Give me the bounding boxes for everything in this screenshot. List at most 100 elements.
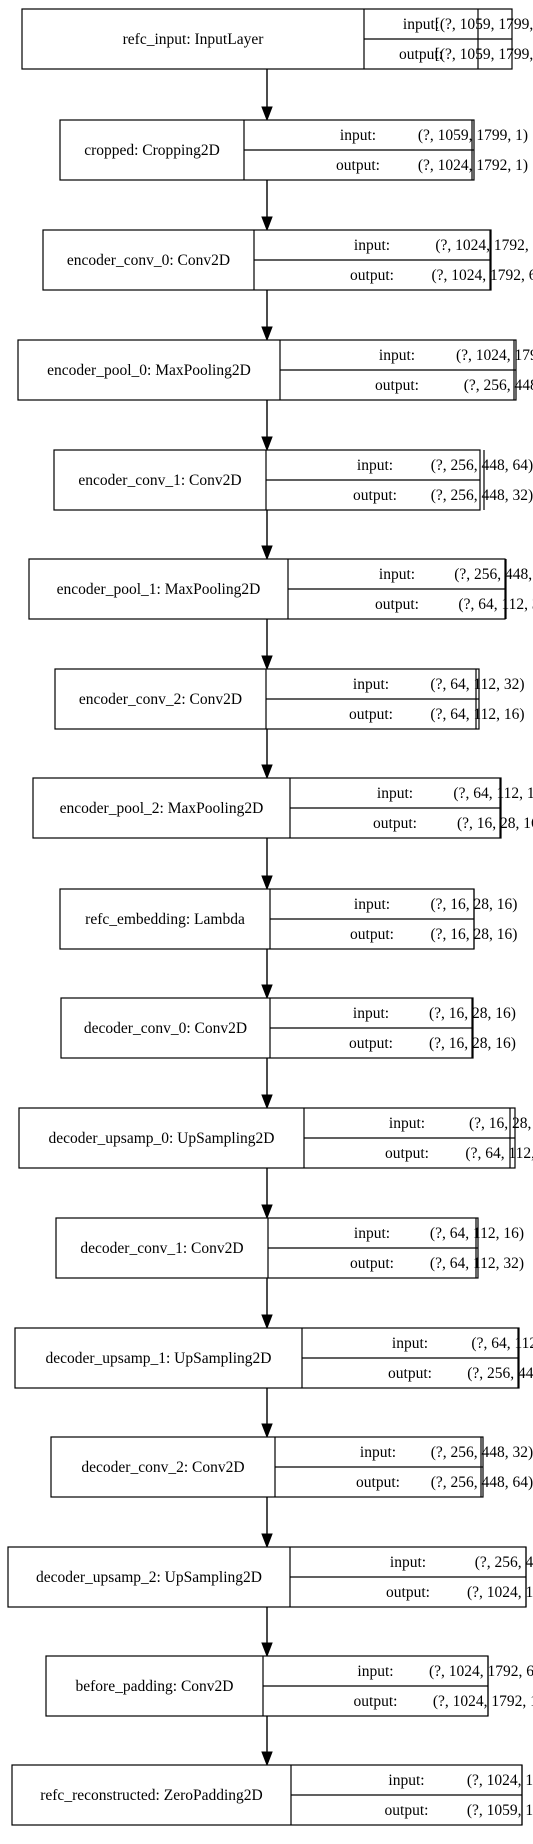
output-shape: (?, 16, 28, 16) xyxy=(431,926,518,943)
input-label: input: xyxy=(379,566,415,583)
input-label: input: xyxy=(389,1115,425,1132)
arrowhead xyxy=(261,216,273,232)
output-label: output: xyxy=(385,1145,429,1162)
layer-name: refc_reconstructed: ZeroPadding2D xyxy=(40,1787,263,1804)
output-label: output: xyxy=(349,706,393,723)
input-shape: (?, 16, 28, 16) xyxy=(469,1115,533,1132)
input-shape: (?, 64, 112, 32) xyxy=(430,676,524,693)
input-label: input: xyxy=(392,1335,428,1352)
arrowhead xyxy=(261,106,273,122)
input-label: input: xyxy=(357,457,393,474)
edge-arrow xyxy=(261,1058,273,1110)
input-shape: (?, 16, 28, 16) xyxy=(431,896,518,913)
layer-node: encoder_pool_2: MaxPooling2D input: output… xyxy=(32,777,533,839)
layer-name: decoder_conv_1: Conv2D xyxy=(80,1240,243,1257)
layer-node: decoder_conv_2: Conv2D input: output: (?, 2… xyxy=(50,1436,533,1498)
layer-name: cropped: Cropping2D xyxy=(84,142,220,159)
arrowhead xyxy=(261,1533,273,1549)
edge-arrow xyxy=(261,69,273,122)
output-label: output: xyxy=(336,157,380,174)
output-label: output: xyxy=(399,46,443,63)
layer-name: encoder_pool_2: MaxPooling2D xyxy=(60,800,264,817)
layer-node: decoder_upsamp_0: UpSampling2Dinput:outp… xyxy=(18,1107,533,1169)
output-shape: (?, 1024, 1792, 1) xyxy=(418,157,528,174)
input-label: input: xyxy=(390,1554,426,1571)
output-shape: [(?, 1059, 1799, 1)] xyxy=(435,46,533,63)
layer-node: decoder_upsamp_2: UpSampling2Dinput:outp… xyxy=(7,1546,533,1608)
output-label: output: xyxy=(375,596,419,613)
output-label: output: xyxy=(356,1474,400,1491)
output-shape: (?, 1024, 1792, 1) xyxy=(433,1693,533,1710)
edge-arrow xyxy=(261,1607,273,1658)
output-label: output: xyxy=(350,267,394,284)
edge-arrow xyxy=(261,1388,273,1439)
layer-name: encoder_pool_0: MaxPooling2D xyxy=(47,362,251,379)
input-shape: (?, 256, 448, 32) xyxy=(431,1444,533,1461)
input-label: input: xyxy=(360,1444,396,1461)
layer-name: encoder_conv_0: Conv2D xyxy=(67,252,230,269)
input-label: input: xyxy=(353,1005,389,1022)
output-label: output: xyxy=(388,1365,432,1382)
output-label: output: xyxy=(349,1035,393,1052)
output-shape: (?, 16, 28, 16) xyxy=(457,815,533,832)
arrowhead xyxy=(261,764,273,780)
output-shape: (?, 1024, 1792, 64) xyxy=(432,267,533,284)
arrowhead xyxy=(261,655,273,671)
input-shape: (?, 256, 448, 32) xyxy=(454,566,533,583)
input-label: input: xyxy=(340,127,376,144)
arrowhead xyxy=(261,1094,273,1110)
arrowhead xyxy=(261,984,273,1000)
input-shape: [(?, 1059, 1799, 1)] xyxy=(435,16,533,33)
layer-name: encoder_pool_1: MaxPooling2D xyxy=(57,581,261,598)
output-label: output: xyxy=(354,1693,398,1710)
arrowhead xyxy=(261,326,273,342)
input-shape: (?, 256, 448, 64) xyxy=(475,1554,533,1571)
output-shape: (?, 64, 112, 16) xyxy=(430,706,524,723)
input-shape: (?, 1059, 1799, 1) xyxy=(418,127,528,144)
layer-node: decoder_upsamp_1: UpSampling2D input: outp… xyxy=(14,1327,533,1389)
edge-arrow xyxy=(261,180,273,232)
input-shape: (?, 1024, 1792, 1) xyxy=(435,237,533,254)
arrowhead xyxy=(261,875,273,891)
edge-arrow xyxy=(261,510,273,561)
input-label: input: xyxy=(354,896,390,913)
input-shape: (?, 64, 112, 16) xyxy=(453,785,533,802)
output-label: output: xyxy=(353,487,397,504)
input-shape: (?, 256, 448, 64) xyxy=(431,457,533,474)
input-label: input: xyxy=(388,1772,424,1789)
output-shape: (?, 1059, 1799, 1) xyxy=(467,1802,533,1819)
layer-name: decoder_upsamp_2: UpSampling2D xyxy=(36,1569,262,1586)
layer-node: cropped: Cropping2D input: output: (?, 1059… xyxy=(59,119,528,181)
layer-node: encoder_pool_1: MaxPooling2D input: output… xyxy=(28,558,533,620)
layer-node: encoder_pool_0: MaxPooling2Dinput:output… xyxy=(17,339,533,401)
edge-arrow xyxy=(261,400,273,452)
output-shape: (?, 16, 28, 16) xyxy=(429,1035,516,1052)
edge-arrow xyxy=(261,290,273,342)
layer-name: decoder_conv_2: Conv2D xyxy=(81,1459,244,1476)
arrowhead xyxy=(261,1314,273,1330)
output-label: output: xyxy=(375,377,419,394)
input-label: input: xyxy=(353,676,389,693)
output-label: output: xyxy=(373,815,417,832)
arrowhead xyxy=(261,1642,273,1658)
input-label: input: xyxy=(357,1663,393,1680)
edge-arrow xyxy=(261,1497,273,1549)
layer-node: decoder_conv_0: Conv2D input: output: (?, 1… xyxy=(60,997,516,1059)
layer-name: refc_input: InputLayer xyxy=(123,31,265,48)
output-shape: (?, 1024, 1792, 64) xyxy=(467,1584,533,1601)
arrowhead xyxy=(261,436,273,452)
input-label: input: xyxy=(377,785,413,802)
arrowhead xyxy=(261,1751,273,1767)
output-shape: (?, 64, 112, 16) xyxy=(465,1145,533,1162)
input-label: input: xyxy=(354,1225,390,1242)
layer-name: refc_embedding: Lambda xyxy=(85,911,245,928)
layer-name: decoder_upsamp_1: UpSampling2D xyxy=(45,1350,271,1367)
input-shape: (?, 1024, 1792, 64) xyxy=(429,1663,533,1680)
layer-name: decoder_conv_0: Conv2D xyxy=(84,1020,247,1037)
layer-node: refc_reconstructed: ZeroPadding2Dinput:o… xyxy=(11,1764,533,1826)
